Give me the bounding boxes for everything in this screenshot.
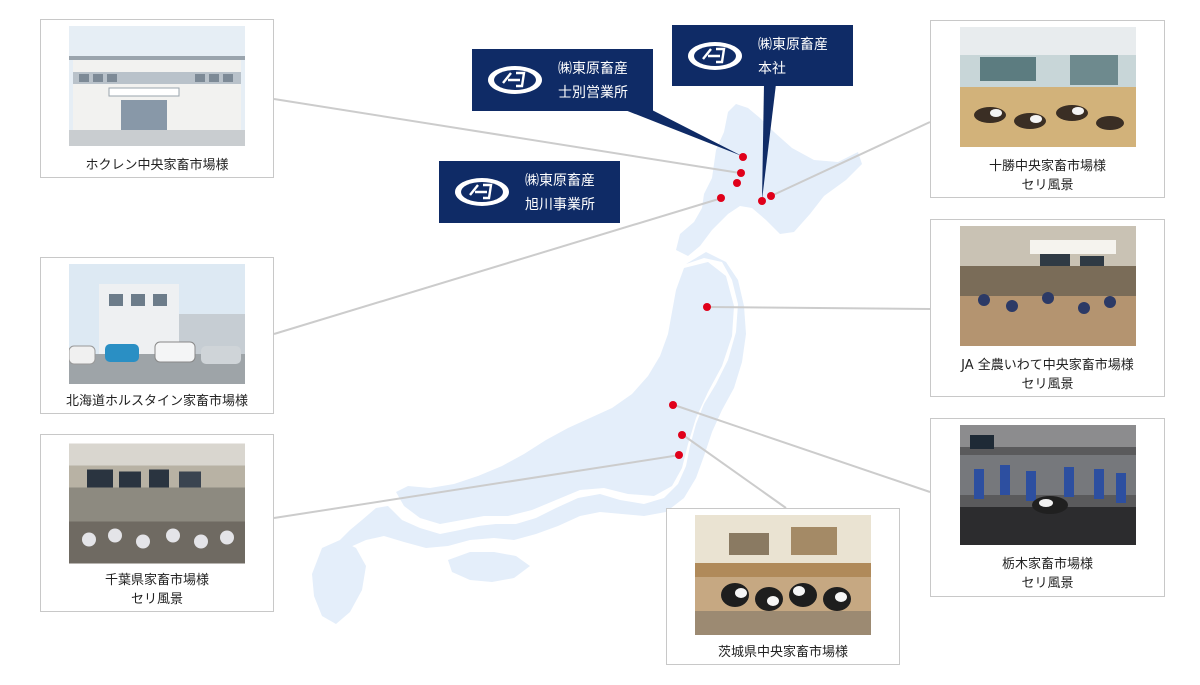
marker-honsha (758, 197, 766, 205)
leader-line-tochigi (673, 404, 931, 493)
market-photo-tokachi (959, 27, 1136, 147)
marker-holstein (717, 194, 725, 202)
pointer-honsha (762, 84, 776, 200)
office-pointers (625, 84, 776, 200)
company-logo-icon (455, 178, 509, 206)
marker-ibaraki (678, 431, 686, 439)
market-caption-chiba-name: 千葉県家畜市場様 (104, 573, 209, 588)
marker-chiba (675, 451, 683, 459)
market-card-tokachi[interactable]: 十勝中央家畜市場様 セリ風景 (930, 20, 1165, 198)
market-caption-tochigi-sub: セリ風景 (1021, 576, 1074, 591)
map-land (312, 104, 862, 624)
market-caption-chiba-sub: セリ風景 (130, 592, 183, 607)
company-logo-icon (688, 41, 742, 70)
marker-tokachi (767, 192, 775, 200)
office-shibetsu-name: 士別営業所 (558, 85, 628, 101)
market-card-holstein[interactable]: 北海道ホルスタイン家畜市場様 (40, 257, 274, 414)
market-caption-tokachi-sub: セリ風景 (1021, 178, 1074, 193)
office-honsha-name: 本社 (758, 61, 786, 77)
marker-shibetsu (739, 153, 747, 161)
leader-line-hokuren (273, 98, 741, 174)
market-caption-iwate-name: JA 全農いわて中央家畜市場様 (961, 358, 1134, 373)
leader-line-ibaraki (682, 434, 787, 509)
marker-iwate (703, 303, 711, 311)
market-card-chiba[interactable]: 千葉県家畜市場様 セリ風景 (40, 434, 274, 612)
market-caption-holstein: 北海道ホルスタイン家畜市場様 (65, 394, 248, 409)
market-card-tochigi[interactable]: 栃木家畜市場様 セリ風景 (930, 418, 1165, 597)
market-caption-hokuren: ホクレン中央家畜市場様 (85, 158, 229, 173)
marker-asahikawa-1 (737, 169, 745, 177)
market-caption-iwate-sub: セリ風景 (1021, 377, 1074, 392)
office-honsha-company: ㈱東原畜産 (758, 37, 828, 53)
leader-lines (273, 98, 931, 519)
market-caption-tokachi-name: 十勝中央家畜市場様 (988, 159, 1106, 174)
market-photo-hokuren (69, 26, 245, 146)
leader-line-iwate (707, 306, 931, 310)
leader-line-chiba (273, 454, 681, 519)
office-asahikawa-name: 旭川事業所 (525, 197, 595, 213)
market-photo-iwate (959, 226, 1136, 346)
market-caption-tochigi-name: 栃木家畜市場様 (1001, 557, 1093, 572)
marker-tochigi (669, 401, 677, 409)
leader-line-holstein (273, 197, 723, 335)
company-logo-icon (488, 66, 542, 94)
market-photo-chiba (69, 443, 245, 564)
pointer-shibetsu (625, 110, 742, 156)
office-shibetsu-company: ㈱東原畜産 (558, 61, 628, 77)
markers (669, 153, 775, 459)
market-card-iwate[interactable]: JA 全農いわて中央家畜市場様 セリ風景 (930, 219, 1165, 397)
market-card-ibaraki[interactable]: 茨城県中央家畜市場様 (666, 508, 900, 665)
office-asahikawa-company: ㈱東原畜産 (525, 173, 595, 189)
office-honsha[interactable]: ㈱東原畜産 本社 (672, 25, 853, 86)
office-asahikawa[interactable]: ㈱東原畜産 旭川事業所 (439, 161, 620, 223)
market-photo-tochigi (959, 425, 1136, 545)
marker-asahikawa-2 (733, 179, 741, 187)
leader-line-tokachi (770, 121, 931, 197)
market-caption-ibaraki: 茨城県中央家畜市場様 (717, 645, 848, 660)
market-photo-holstein (69, 264, 245, 384)
market-card-hokuren[interactable]: ホクレン中央家畜市場様 (40, 19, 274, 178)
office-shibetsu[interactable]: ㈱東原畜産 士別営業所 (472, 49, 653, 111)
market-photo-ibaraki (695, 515, 871, 635)
